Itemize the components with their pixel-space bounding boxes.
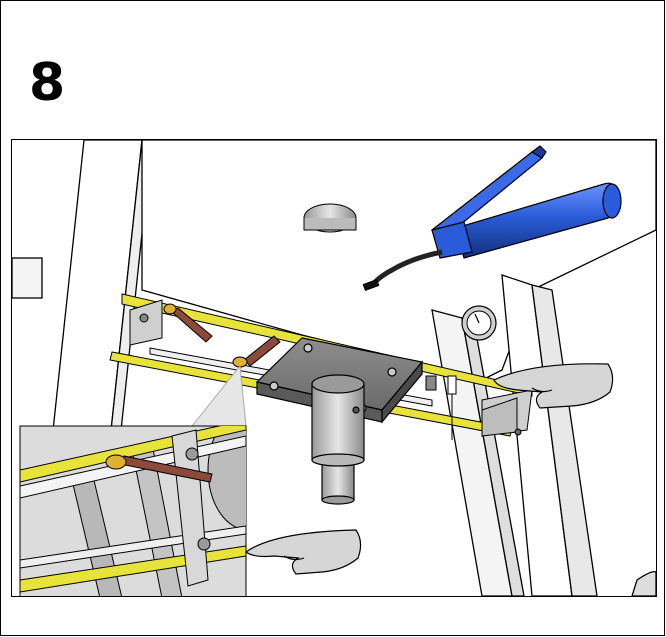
- hand-main: [493, 363, 614, 409]
- detail-inset: [19, 365, 247, 596]
- left-bracket: [129, 299, 163, 346]
- press-frame: [12, 140, 656, 596]
- press-illustration: [12, 140, 656, 596]
- grease-brush-main: [163, 303, 281, 368]
- grease-gun: [362, 145, 622, 291]
- pressure-gauge: [461, 305, 497, 341]
- illustration-frame: [11, 139, 657, 597]
- top-cylinder: [303, 203, 357, 233]
- ram-cylinder: [311, 374, 365, 505]
- fittings: [425, 375, 522, 440]
- step-number: 8: [29, 53, 66, 113]
- hand-detail: [244, 529, 362, 575]
